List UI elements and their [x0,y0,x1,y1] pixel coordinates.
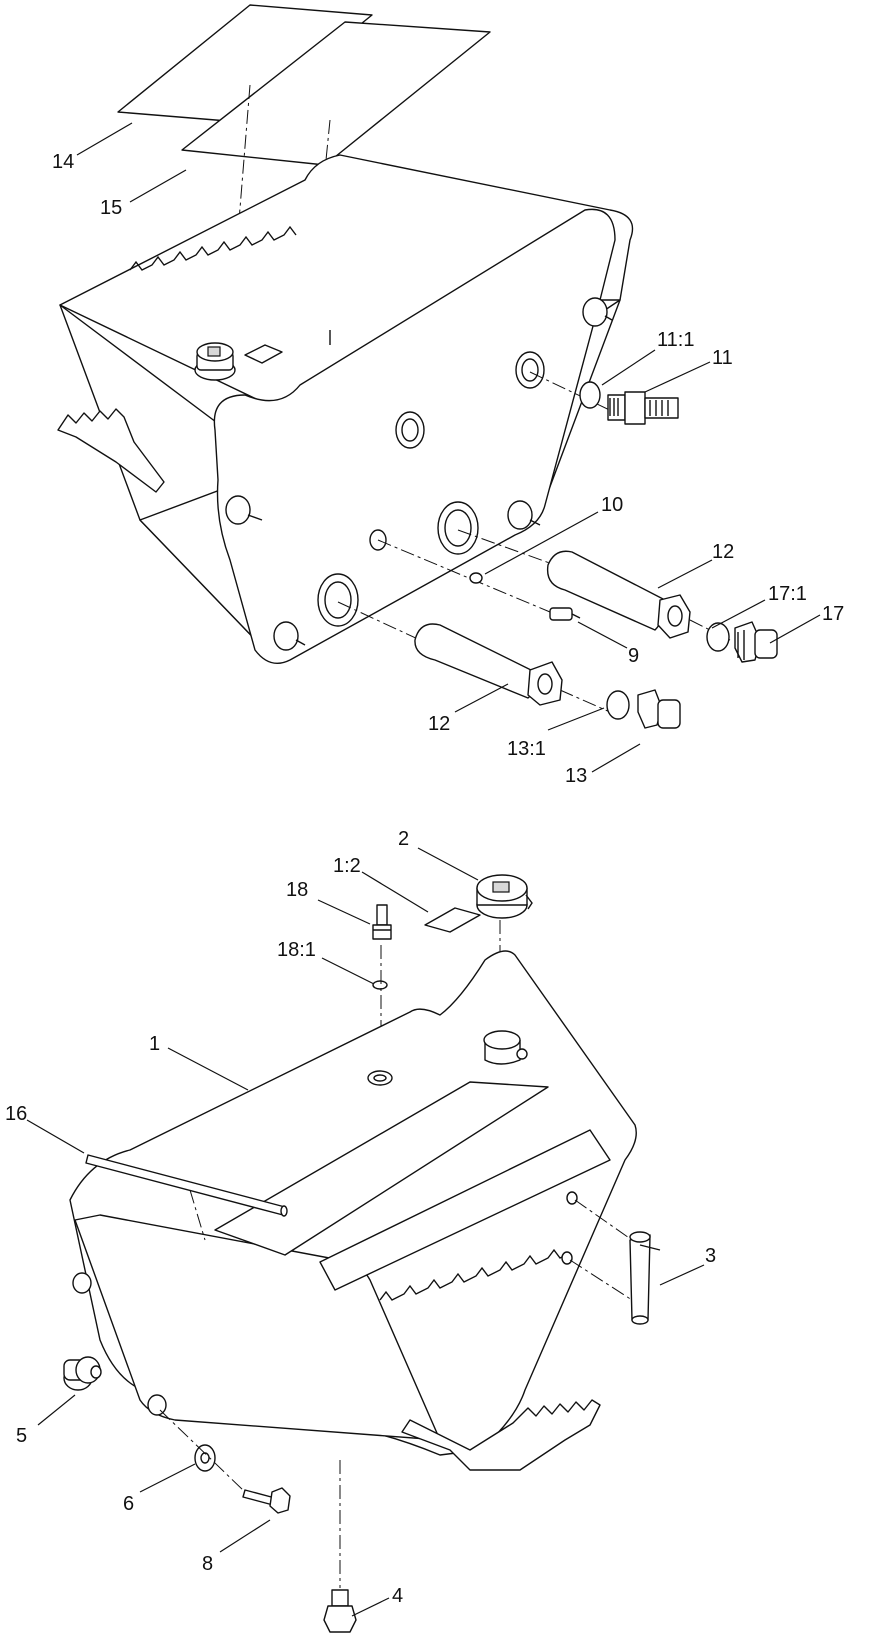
top-assembly [57,4,778,729]
callout-13: 13 [565,765,587,787]
drain-plug-4 [323,1589,357,1633]
centerline-port-12-upper [457,529,556,566]
bolt-8 [242,1487,291,1514]
fitting-17 [734,621,778,663]
port-upper-right-inner [521,358,539,382]
callout-18-1: 18:1 [277,939,316,961]
callout-16: 16 [5,1103,27,1125]
boss-18-inner [373,1074,387,1082]
mounting-studs [225,297,613,651]
tank-side-decal-area [319,1129,611,1291]
o-ring-13-1 [606,690,630,720]
pin-3 [629,1231,661,1325]
o-ring-11-1 [579,381,601,409]
filter-12-lower [414,623,563,706]
decal-15 [181,21,491,166]
tank-slotted-rim [129,225,297,271]
leader-lines [26,122,821,1617]
callout-18: 18 [286,879,308,901]
decal-14 [117,4,373,123]
centerline-bolt [159,1409,246,1493]
hole-left-upper [72,1272,92,1294]
bottom-assembly [63,874,661,1633]
centerline-port-11 [529,371,621,416]
o-ring-17-1 [706,622,730,652]
centerline-port-12-lower [337,601,421,641]
centerline-pin-lower [569,1259,633,1301]
tank-top-decal-area [214,1081,549,1256]
callout-11-1: 11:1 [657,329,694,351]
fitting-11 [607,391,679,425]
callout-9: 9 [628,645,639,667]
callout-1-2: 1:2 [333,855,361,877]
fitting-13 [637,689,681,729]
callout-2: 2 [398,828,409,850]
port-center-inner [401,418,419,442]
tank-slotted-rail [379,1248,571,1301]
decal-1-2 [424,907,481,933]
tank-step-right [401,1399,601,1471]
callout-1: 1 [149,1033,160,1055]
hole-right-lower [561,1251,573,1265]
callout-4: 4 [392,1585,403,1607]
centerline-port-9 [377,539,551,613]
filler-neck [483,1030,528,1065]
port-lower-large-inner [324,581,352,619]
hole-left-lower [147,1394,167,1416]
callout-14: 14 [52,151,74,173]
rod-16 [85,1154,288,1217]
port-middle-large-inner [444,509,472,547]
callout-5: 5 [16,1425,27,1447]
washer-6-hole [200,1452,210,1464]
sensor-9 [549,607,581,621]
callout-12-upper: 12 [712,541,734,563]
fitting-18 [372,904,392,940]
callout-8: 8 [202,1553,213,1575]
centerline-pin-upper [574,1199,633,1241]
callout-13-1: 13:1 [507,738,546,760]
callout-6: 6 [123,1493,134,1515]
callout-17-1: 17:1 [768,583,807,605]
callout-3: 3 [705,1245,716,1267]
callout-10: 10 [601,494,623,516]
callout-15: 15 [100,197,122,219]
tank-filler-cap [194,330,331,381]
end-plate-ports [317,351,545,627]
callout-12-lower: 12 [428,713,450,735]
centerline-16 [189,1189,206,1241]
o-ring-10 [469,572,483,584]
bumper-5 [63,1356,102,1391]
callout-labels: 14 15 11:1 11 10 12 17:1 17 9 12 13:1 13… [5,151,844,1607]
tank-step-left [57,408,165,493]
o-ring-18-1 [372,980,388,990]
callout-17: 17 [822,603,844,625]
callout-11: 11 [712,347,733,369]
filler-cap-2 [476,874,533,919]
filter-12-upper [546,550,691,639]
hole-right-upper [566,1191,578,1205]
